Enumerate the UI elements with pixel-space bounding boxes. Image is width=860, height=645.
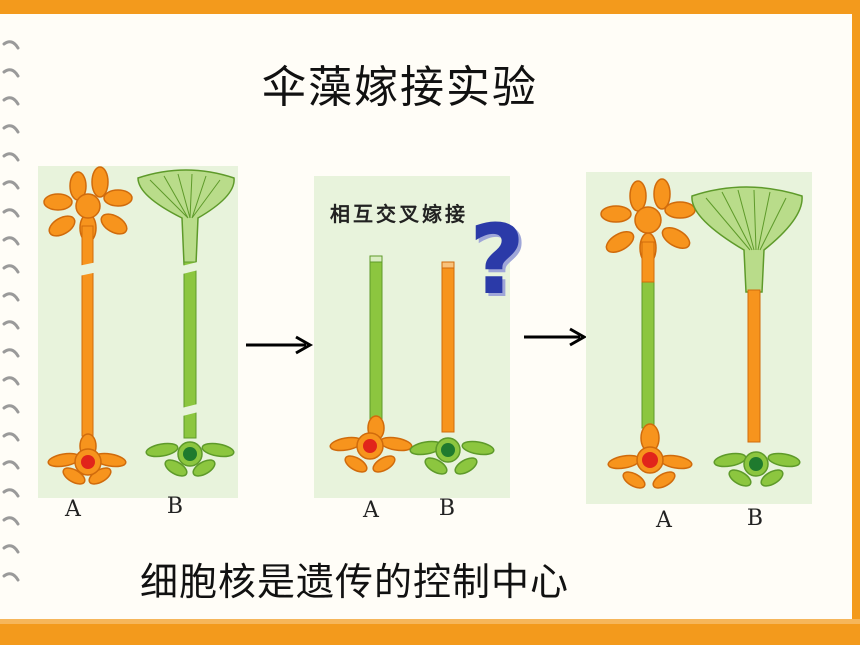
graft-label: 相互交叉嫁接	[330, 202, 468, 226]
caption: 细胞核是遗传的控制中心	[140, 560, 570, 604]
label-b: B	[166, 494, 184, 519]
label-a: A	[363, 498, 379, 523]
stalk-a-regrown	[747, 289, 761, 443]
label-a: A	[656, 508, 672, 533]
nucleus-b	[441, 443, 455, 457]
panel-original	[38, 166, 238, 498]
page-title: 伞藻嫁接实验	[262, 62, 538, 113]
frame-top-bar	[0, 0, 860, 14]
stalk-b-on-a	[369, 257, 383, 433]
cap-b-trumpet	[137, 169, 235, 265]
right-arrow-icon	[524, 327, 588, 347]
question-mark-icon: ?	[469, 204, 525, 316]
cap-a-petal	[43, 166, 133, 243]
frame-bottom-bar	[0, 619, 860, 645]
rhizoid-b	[409, 437, 495, 475]
label-b: B	[438, 496, 456, 521]
label-a: A	[65, 497, 81, 522]
cap-b-trumpet	[691, 186, 803, 293]
panel-graft	[314, 176, 510, 498]
stalk-a-on-b	[441, 263, 455, 433]
stalk-b	[183, 261, 197, 439]
label-b: B	[746, 506, 764, 531]
spiral-binding-icon	[2, 40, 20, 582]
nucleus-a	[363, 439, 377, 453]
right-arrow-icon	[246, 335, 314, 355]
frame-right-bar	[852, 0, 860, 645]
nucleus-a	[81, 455, 95, 469]
stalk-b-regrown	[641, 277, 655, 429]
panel-result	[586, 172, 812, 504]
nucleus-a	[642, 452, 658, 468]
nucleus-b	[183, 447, 197, 461]
nucleus-b	[749, 457, 763, 471]
stalk-a	[81, 225, 94, 437]
